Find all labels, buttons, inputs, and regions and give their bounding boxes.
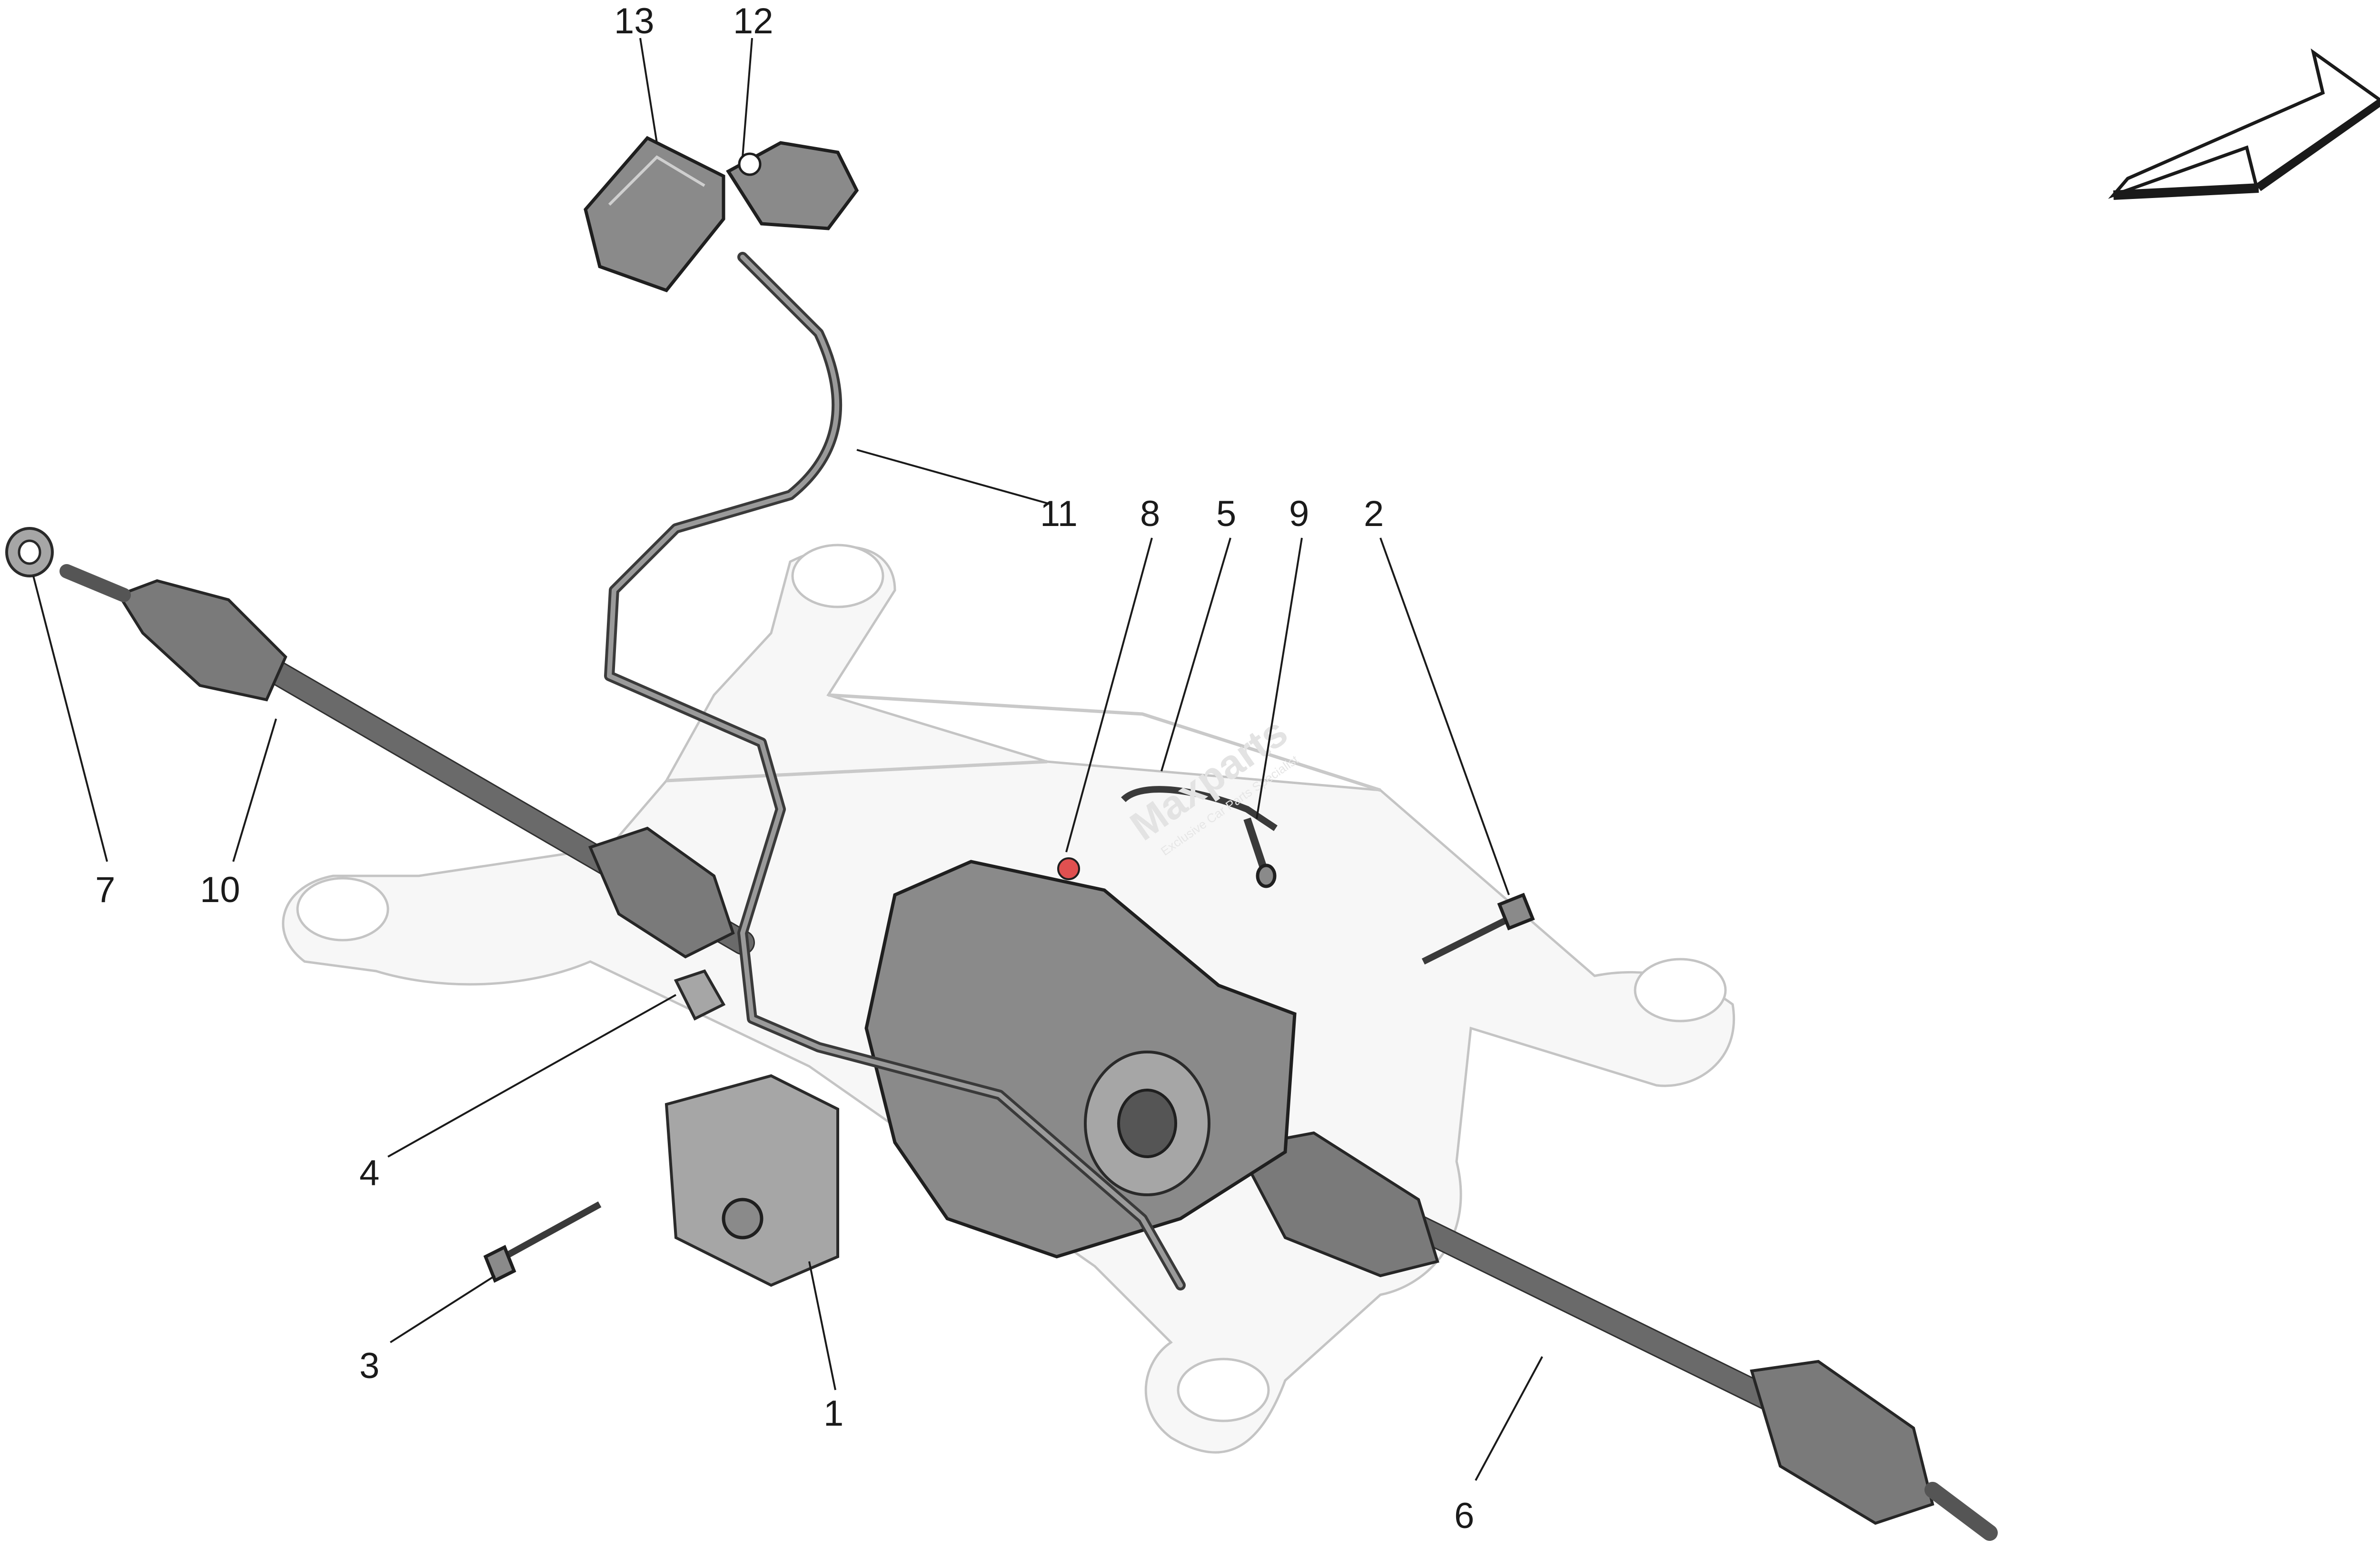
right-outer-cv-boot [1750, 1360, 1934, 1525]
callout-4: 4 [359, 1153, 379, 1193]
leader-13 [639, 38, 658, 143]
callout-1: 1 [823, 1393, 843, 1434]
subframe-bushing-right [1634, 958, 1727, 1022]
hub-nut [5, 527, 54, 577]
leader-6 [1475, 1356, 1543, 1481]
leader-11 [856, 449, 1052, 506]
rear-differential [664, 860, 1297, 1287]
callout-12: 12 [733, 1, 774, 41]
callout-13: 13 [614, 1, 654, 41]
left-outer-cv-boot [117, 579, 288, 702]
right-inner-cv-boot [1235, 1131, 1439, 1278]
callout-10: 10 [200, 870, 240, 910]
harness-connector [726, 141, 859, 230]
leader-2 [1379, 537, 1510, 895]
subframe-bushing-bottom [1177, 1358, 1270, 1422]
leader-10 [232, 718, 277, 862]
leader-4 [387, 994, 676, 1158]
callout-7: 7 [95, 870, 115, 910]
subframe-bushing-left [296, 877, 389, 942]
direction-arrow-icon [2108, 48, 2380, 200]
leader-7 [32, 576, 108, 862]
callout-9: 9 [1289, 494, 1309, 534]
leader-12 [742, 38, 753, 158]
leader-8 [1065, 537, 1153, 853]
left-drive-shaft [60, 564, 755, 959]
leader-3 [389, 1275, 496, 1343]
sensor-lead [1243, 817, 1277, 888]
right-mount-bolt [1421, 893, 1535, 965]
breather-valve [1057, 857, 1080, 880]
subframe-bushing-top [791, 544, 884, 608]
left-inner-cv-boot [588, 826, 735, 959]
callout-3: 3 [359, 1346, 379, 1386]
callout-6: 6 [1454, 1496, 1474, 1536]
callout-2: 2 [1364, 494, 1384, 534]
leader-9 [1256, 537, 1303, 819]
wiring-harness [604, 252, 1186, 1290]
harness-clip [674, 969, 726, 1021]
callout-11: 11 [1040, 494, 1078, 534]
callout-5: 5 [1216, 494, 1236, 534]
callout-labels: 13 12 11 8 5 9 2 7 10 4 3 1 6 [95, 1, 1474, 1536]
callout-8: 8 [1140, 494, 1160, 534]
control-module [584, 136, 725, 293]
leader-lines [32, 38, 1543, 1481]
leader-5 [1160, 537, 1231, 772]
right-drive-shaft [1235, 1131, 1998, 1541]
differential-front-mount [664, 1074, 839, 1287]
left-mount-bolt [483, 1201, 602, 1283]
leader-1 [808, 1261, 836, 1390]
sensor-bracket [1121, 786, 1278, 831]
